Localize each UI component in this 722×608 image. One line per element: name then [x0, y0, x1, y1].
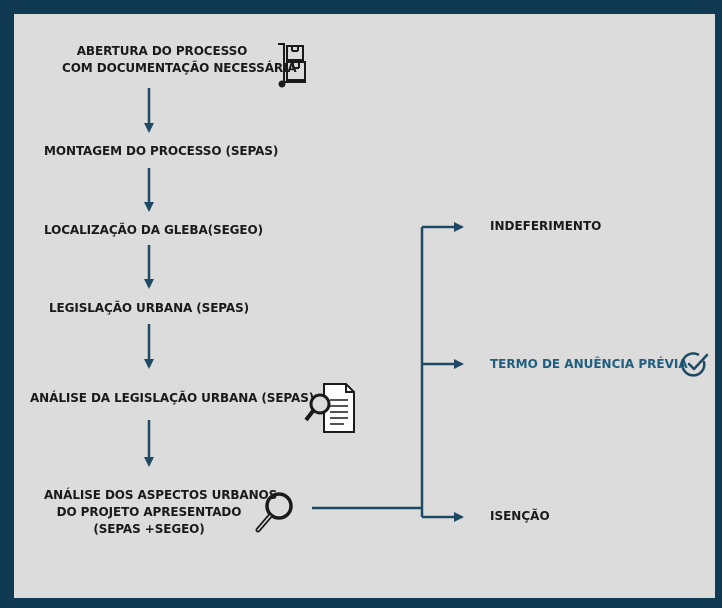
- step-line: ABERTURA DO PROCESSO: [76, 44, 248, 58]
- document-magnifier-icon: [304, 383, 355, 433]
- step-line: LOCALIZAÇÃO DA GLEBA(SEGEO): [44, 223, 263, 237]
- diagram-panel: [14, 14, 715, 598]
- step-abertura: ABERTURA DO PROCESSO COM DOCUMENTAÇÃO NE…: [62, 43, 297, 77]
- step-line: DO PROJETO APRESENTADO: [56, 505, 242, 519]
- step-analise-legislacao: ANÁLISE DA LEGISLAÇÃO URBANA (SEPAS): [30, 390, 315, 407]
- step-line: ANÁLISE DA LEGISLAÇÃO URBANA (SEPAS): [30, 391, 315, 405]
- step-line: ANÁLISE DOS ASPECTOS URBANOS: [44, 488, 278, 502]
- step-line: MONTAGEM DO PROCESSO (SEPAS): [44, 144, 279, 158]
- step-localizacao: LOCALIZAÇÃO DA GLEBA(SEGEO): [44, 222, 263, 239]
- boxes-on-hand-truck-icon: [278, 43, 306, 88]
- step-line: COM DOCUMENTAÇÃO NECESSÁRIA: [62, 61, 297, 75]
- step-line: LEGISLAÇÃO URBANA (SEPAS): [48, 301, 250, 315]
- magnifier-icon: [255, 492, 293, 533]
- outcome-termo-anuencia: TERMO DE ANUÊNCIA PRÉVIA: [490, 357, 688, 371]
- step-montagem: MONTAGEM DO PROCESSO (SEPAS): [44, 143, 279, 160]
- step-analise-aspectos: ANÁLISE DOS ASPECTOS URBANOS DO PROJETO …: [44, 487, 278, 538]
- step-line: (SEPAS +SEGEO): [93, 522, 205, 536]
- step-legislacao: LEGISLAÇÃO URBANA (SEPAS): [44, 300, 254, 317]
- outcome-indeferimento: INDEFERIMENTO: [490, 219, 602, 233]
- check-circle-icon: [681, 352, 709, 377]
- outcome-isencao: ISENÇÃO: [490, 509, 550, 523]
